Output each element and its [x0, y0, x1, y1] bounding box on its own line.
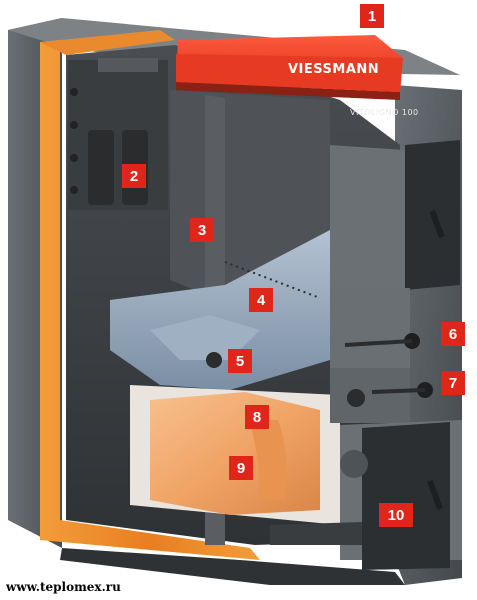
marker-10: 10	[379, 503, 413, 527]
upper-door-handle	[429, 209, 445, 239]
flame-channel	[250, 420, 288, 500]
model-name: VITOLIGNO 100	[350, 108, 419, 117]
ash-bed-ridge	[150, 315, 260, 360]
ash-door-hinge-pipe	[340, 450, 368, 478]
water-port-2	[70, 121, 78, 129]
marker-7: 7	[441, 371, 465, 395]
lower-ash-door	[362, 422, 450, 570]
marker-3: 3	[190, 218, 214, 242]
ash-tray	[270, 522, 362, 545]
firebrick-block	[150, 392, 320, 515]
air-channel-dots	[224, 261, 321, 299]
air-lever-secondary	[371, 388, 426, 394]
marker-1: 1	[360, 4, 384, 28]
brand-logo: VIESSMANN	[288, 62, 380, 77]
secondary-air-plate	[330, 368, 410, 423]
flue-outlet	[98, 58, 158, 72]
marker-6: 6	[441, 322, 465, 346]
marker-8: 8	[245, 405, 269, 429]
inspection-port	[347, 389, 365, 407]
top-cover-face	[176, 54, 403, 92]
water-port-1	[70, 88, 78, 96]
lower-door-handle	[427, 479, 443, 511]
marker-2: 2	[122, 164, 146, 188]
top-cover-shadow	[176, 82, 400, 100]
insulation-top	[40, 30, 175, 55]
primary-air-plate	[330, 288, 410, 368]
website-caption: www.teplomex.ru	[6, 580, 121, 594]
casing-base	[60, 548, 405, 585]
water-port-4	[70, 186, 78, 194]
air-lever-primary	[344, 339, 413, 347]
water-port-3	[70, 154, 78, 162]
marker-4: 4	[249, 288, 273, 312]
ash-bed	[110, 230, 330, 390]
marker-5: 5	[228, 349, 252, 373]
marker-9: 9	[229, 456, 253, 480]
door-frame-upper	[330, 145, 405, 290]
combustion-nozzle	[206, 352, 222, 368]
flue-tube-left	[88, 130, 114, 205]
flue-chamber	[68, 60, 168, 210]
